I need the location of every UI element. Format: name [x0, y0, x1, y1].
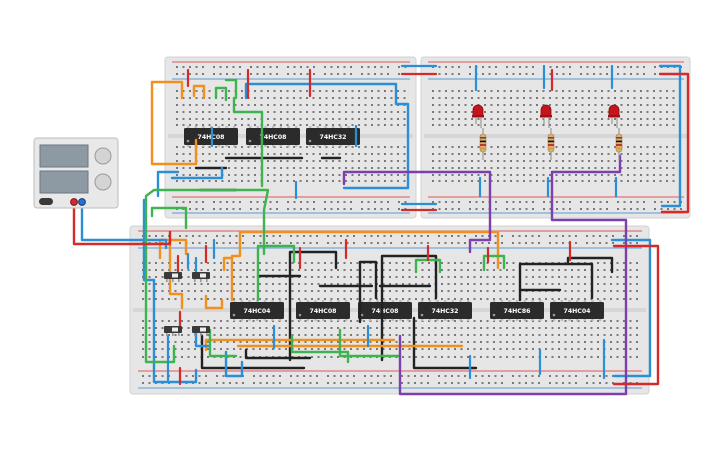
ic-chip-bottom-4[interactable]: 74HC32 [418, 300, 472, 321]
chip-label: 74HC04 [244, 308, 272, 315]
orange-wire[interactable] [230, 230, 500, 302]
blue-wire[interactable] [194, 330, 212, 348]
chip-label: 74HC08 [310, 308, 337, 315]
black-wire[interactable] [412, 316, 478, 370]
green-wire[interactable] [214, 86, 228, 102]
black-wire[interactable] [566, 256, 614, 274]
green-wire[interactable] [150, 206, 188, 230]
ic-chip-bottom-2[interactable]: 74HC08 [296, 300, 350, 321]
blue-wire[interactable] [610, 238, 652, 378]
black-wire[interactable] [518, 262, 594, 302]
resistor[interactable] [547, 128, 555, 160]
black-wire[interactable] [288, 250, 338, 362]
black-wire[interactable] [358, 260, 378, 324]
purple-wire[interactable] [398, 154, 628, 396]
green-wire[interactable] [256, 244, 296, 302]
voltage-display [39, 144, 89, 168]
blue-wire[interactable] [170, 166, 224, 180]
switch-4[interactable] [192, 326, 210, 336]
green-wire[interactable] [338, 328, 402, 358]
ic-chip-top-2[interactable]: 74HC08 [246, 126, 300, 147]
power-switch[interactable] [39, 198, 53, 205]
chip-label: 74HC32 [432, 308, 459, 315]
switch-3[interactable] [164, 326, 182, 336]
top-right-center-channel [424, 134, 687, 138]
ic-chip-bottom-5[interactable]: 74HC86 [490, 300, 544, 321]
resistor[interactable] [615, 128, 623, 160]
blue-wire[interactable] [658, 64, 682, 208]
switch-1[interactable] [164, 272, 182, 282]
red-led[interactable] [608, 104, 620, 128]
blue-wire[interactable] [142, 198, 198, 384]
current-display [39, 170, 89, 194]
chip-label: 74HC86 [504, 308, 531, 315]
ic-chip-bottom-3[interactable]: 74HC08 [358, 300, 412, 321]
ic-chip-bottom-6[interactable]: 74HC04 [550, 300, 604, 321]
red-led[interactable] [540, 104, 552, 128]
ic-chip-top-3[interactable]: 74HC32 [306, 126, 360, 147]
chip-label: 74HC08 [372, 308, 399, 315]
green-wire[interactable] [482, 254, 506, 272]
blue-wire[interactable] [156, 170, 180, 198]
blue-wire[interactable] [224, 350, 244, 378]
orange-wire[interactable] [222, 256, 234, 272]
green-wire[interactable] [208, 328, 238, 358]
black-wire[interactable] [380, 254, 438, 362]
black-terminal[interactable] [78, 198, 86, 206]
purple-wire[interactable] [342, 170, 492, 254]
red-wire[interactable] [612, 244, 660, 386]
green-wire[interactable] [232, 96, 264, 188]
orange-wire[interactable] [150, 80, 198, 166]
chip-label: 74HC04 [564, 308, 592, 315]
ic-chip-bottom-1[interactable]: 74HC04 [230, 300, 284, 321]
orange-wire[interactable] [192, 84, 206, 100]
orange-wire[interactable] [168, 238, 184, 310]
chip-label: 74HC08 [260, 134, 287, 141]
resistor[interactable] [479, 128, 487, 160]
green-wire[interactable] [224, 78, 238, 100]
red-terminal[interactable] [70, 198, 78, 206]
voltage-knob[interactable] [94, 147, 112, 165]
red-led[interactable] [472, 104, 484, 128]
blue-wire[interactable] [244, 82, 410, 190]
current-knob[interactable] [94, 173, 112, 191]
black-wire[interactable] [244, 348, 312, 360]
orange-wire[interactable] [158, 238, 188, 260]
power-supply[interactable] [33, 137, 119, 209]
red-wire[interactable] [72, 204, 172, 246]
chip-label: 74HC32 [320, 134, 347, 141]
orange-wire[interactable] [204, 294, 224, 310]
green-wire[interactable] [144, 188, 270, 364]
red-wire[interactable] [658, 72, 690, 214]
switch-2[interactable] [192, 272, 210, 282]
